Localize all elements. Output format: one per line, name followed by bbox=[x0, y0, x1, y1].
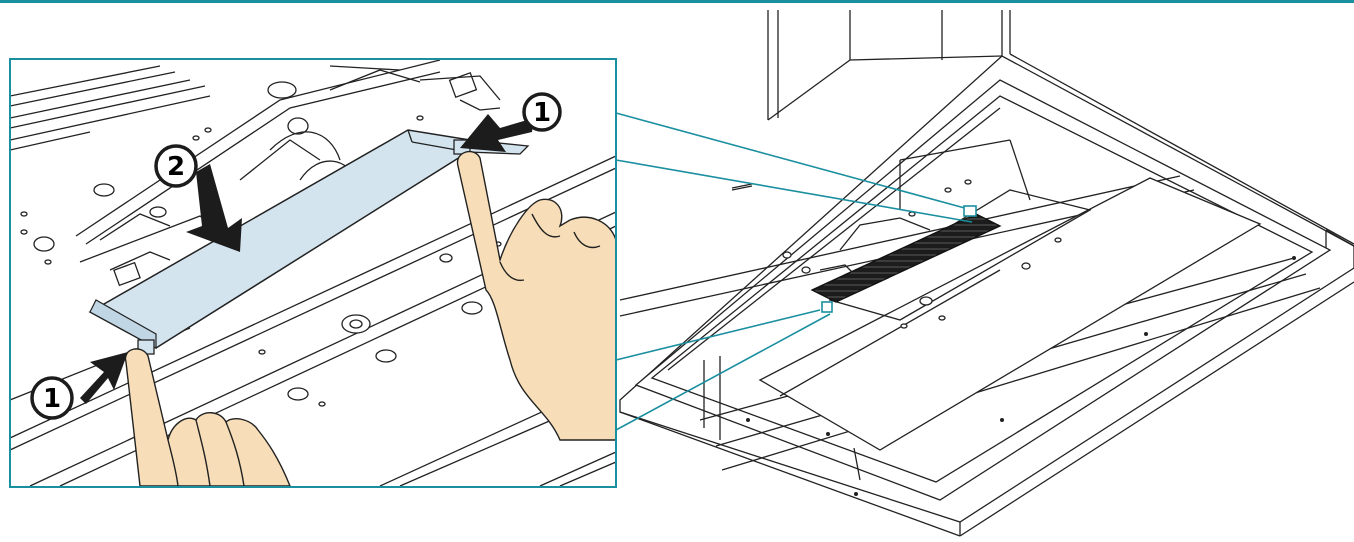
step-callout-2: 2 bbox=[154, 144, 198, 188]
hand-icon bbox=[456, 150, 616, 441]
zoom-target-marker-lower bbox=[821, 301, 833, 313]
grille bbox=[810, 213, 1002, 303]
overview-view bbox=[619, 10, 1354, 537]
arrow-icon-push bbox=[186, 164, 242, 252]
detail-frame bbox=[9, 58, 617, 488]
detail-mechanism bbox=[75, 59, 501, 287]
top-rule bbox=[0, 0, 1354, 3]
svg-text:1: 1 bbox=[533, 98, 551, 128]
arrow-icon-lower bbox=[80, 352, 128, 404]
zoom-target-marker bbox=[963, 205, 977, 217]
step-callout-1-lower: 1 bbox=[30, 376, 74, 420]
arrow-icon bbox=[460, 114, 534, 152]
step-callout-1-upper: 1 bbox=[522, 92, 562, 132]
zoom-connectors bbox=[615, 112, 977, 431]
svg-text:2: 2 bbox=[167, 152, 185, 182]
overview-screws bbox=[782, 179, 1062, 329]
hand-icon-lower bbox=[124, 348, 292, 487]
detail-view bbox=[9, 58, 617, 488]
rail-dots bbox=[746, 256, 1296, 496]
duct-box bbox=[767, 10, 1011, 121]
svg-text:1: 1 bbox=[43, 384, 61, 414]
